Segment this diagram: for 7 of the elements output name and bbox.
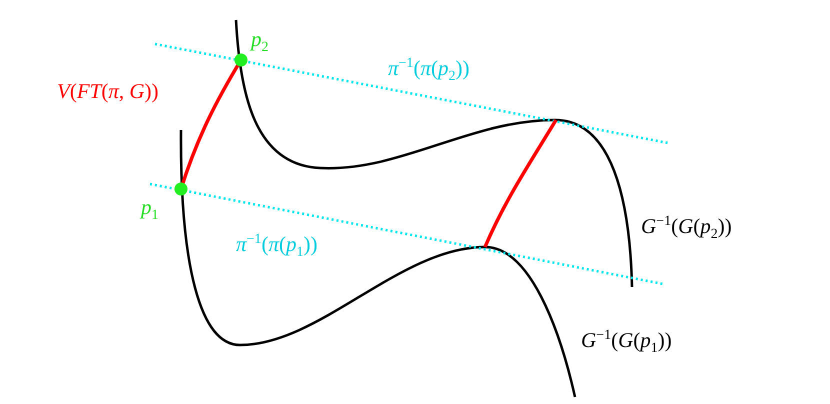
- curve-label: V(FT(π, G)): [57, 80, 159, 104]
- curve-label: G$^{−1}$(G(p$_{1}$)): [581, 328, 672, 357]
- line-label: π$^{−1}$(π(p$_{2}$)): [388, 56, 470, 85]
- point-label: p$_{1}$: [141, 196, 158, 224]
- line-label: π$^{−1}$(π(p$_{1}$)): [236, 232, 318, 261]
- curve-label: G$^{−1}$(G(p$_{2}$)): [641, 214, 732, 243]
- point-label: p$_{2}$: [251, 28, 268, 56]
